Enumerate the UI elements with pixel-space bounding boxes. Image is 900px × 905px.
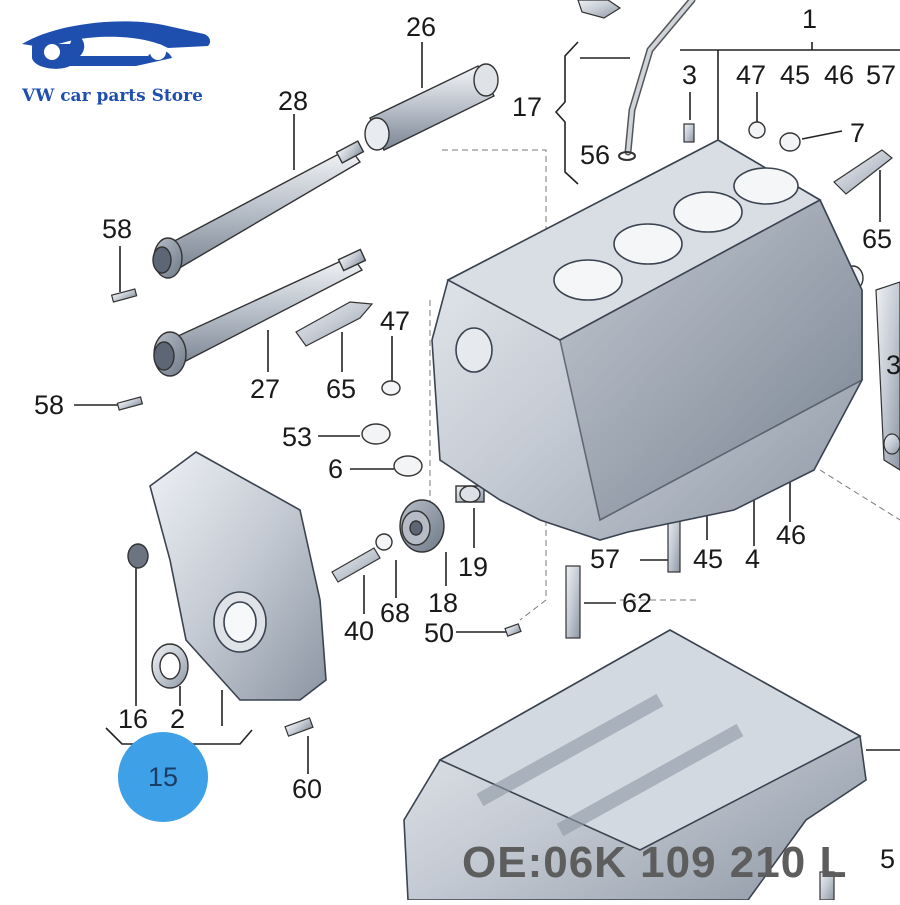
part-label: 46 xyxy=(824,60,855,90)
part-label: 3 xyxy=(886,350,900,380)
part-label: 19 xyxy=(458,552,489,582)
part-label: 3 xyxy=(682,60,698,90)
part-label: 6 xyxy=(328,454,344,484)
part-label: 53 xyxy=(282,422,313,452)
part-label: 58 xyxy=(34,390,65,420)
part-label: 7 xyxy=(850,118,866,148)
part-label: 65 xyxy=(326,374,357,404)
part-label: 57 xyxy=(866,60,897,90)
part-label: 17 xyxy=(512,92,543,122)
part-label: 16 xyxy=(118,704,149,734)
part-label: 28 xyxy=(278,86,309,116)
part-label: 2 xyxy=(170,704,186,734)
part-label: 45 xyxy=(693,544,724,574)
part-label: 18 xyxy=(428,588,459,618)
oe-part-number: OE:06K 109 210 L xyxy=(462,838,848,887)
store-name: VW car parts Store xyxy=(22,86,203,106)
part-label: 5 xyxy=(880,844,896,874)
part-label: 46 xyxy=(776,520,807,550)
part-label: 47 xyxy=(380,306,411,336)
part-label: 68 xyxy=(380,598,411,628)
part-label: 40 xyxy=(344,616,375,646)
part-label: 27 xyxy=(250,374,281,404)
part-label: 56 xyxy=(580,140,611,170)
part-label: 1 xyxy=(802,4,818,34)
part-label: 47 xyxy=(736,60,767,90)
part-label: 4 xyxy=(745,544,761,574)
part-label: 50 xyxy=(424,618,455,648)
part-label: 58 xyxy=(102,214,133,244)
part-label: 65 xyxy=(862,224,893,254)
part-label: 60 xyxy=(292,774,323,804)
part-label: 57 xyxy=(590,544,621,574)
car-wrench-icon xyxy=(22,21,211,69)
highlighted-part-badge: 15 xyxy=(118,732,208,822)
highlighted-part-label: 15 xyxy=(147,762,179,792)
part-label: 62 xyxy=(622,588,653,618)
part-label: 45 xyxy=(780,60,811,90)
part-label: 26 xyxy=(406,12,437,42)
